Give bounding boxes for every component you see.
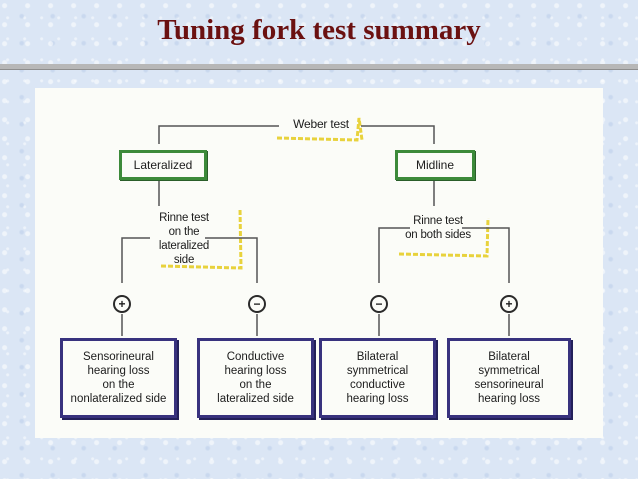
slide-title: Tuning fork test summary: [157, 14, 481, 46]
rinne-left-highlight: [160, 207, 243, 270]
result-sensorineural-nonlateralized: Sensorineural hearing loss on the nonlat…: [60, 338, 177, 418]
positive-sign-icon: +: [113, 295, 131, 313]
connector-lines: [121, 117, 510, 336]
result-bilateral-sensorineural: Bilateral symmetrical sensorineural hear…: [447, 338, 571, 418]
line-right-minus: [378, 227, 410, 283]
result-conductive-lateralized: Conductive hearing loss on the lateraliz…: [197, 338, 314, 418]
flowchart: Weber test Lateralized Midline Rinne tes…: [35, 88, 603, 438]
positive-sign-icon: +: [500, 295, 518, 313]
line-weber-left: [158, 125, 279, 144]
result-bilateral-conductive: Bilateral symmetrical conductive hearing…: [319, 338, 436, 418]
rinne-lateralized-label: Rinne test on the lateralized side: [158, 212, 210, 266]
rinne-both-label: Rinne test on both sides: [405, 215, 471, 241]
negative-sign-icon: −: [370, 295, 388, 313]
negative-sign-icon: −: [248, 295, 266, 313]
weber-highlight: [276, 117, 364, 142]
title-divider: [0, 64, 638, 70]
line-right-plus: [462, 227, 510, 283]
weber-test-label: Weber test: [293, 117, 349, 131]
line-left-minus: [205, 237, 258, 283]
line-left-plus: [121, 237, 150, 283]
rinne-right-highlight: [398, 217, 490, 258]
lateralized-box: Lateralized: [119, 150, 207, 180]
line-weber-right: [361, 125, 435, 144]
midline-box: Midline: [395, 150, 475, 180]
